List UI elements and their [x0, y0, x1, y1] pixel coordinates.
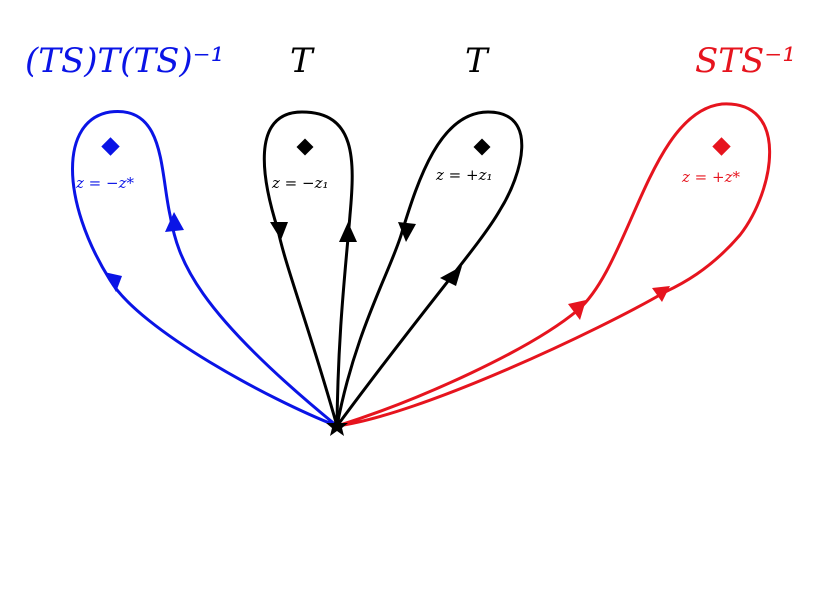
black-right-loop-path — [335, 110, 524, 427]
base-point-star-icon — [326, 415, 348, 436]
point-label-blue: z = −z* — [75, 174, 134, 192]
loop-red — [336, 102, 772, 428]
point-label-black-left: z = −z₁ — [271, 174, 329, 192]
loop-blue — [71, 110, 338, 428]
black-left-arrow-down — [270, 222, 288, 240]
black-left-arrow-up — [339, 222, 357, 242]
red-arrow-down — [568, 300, 586, 320]
red-arrow-up — [652, 286, 670, 302]
operator-label-blue: (TS)T(TS)⁻¹ — [25, 41, 224, 81]
loop-black-right — [335, 110, 524, 427]
point-label-red: z = +z* — [681, 168, 740, 186]
red-point-marker — [712, 137, 731, 156]
operator-label-black-left: T — [290, 41, 315, 81]
loop-black-left — [262, 110, 354, 427]
red-loop-path — [336, 102, 772, 428]
blue-point-marker — [101, 137, 120, 156]
black-right-point-marker — [473, 138, 491, 156]
black-left-point-marker — [296, 138, 314, 156]
black-right-arrow-down — [398, 222, 416, 242]
point-label-black-right: z = +z₁ — [435, 166, 493, 184]
operator-label-black-right: T — [465, 41, 490, 81]
blue-loop-path — [71, 110, 338, 428]
operator-label-red: STS⁻¹ — [695, 41, 796, 81]
blue-arrow-up — [165, 212, 184, 232]
blue-arrow-down — [104, 272, 122, 292]
black-left-loop-path — [262, 110, 354, 427]
black-right-arrow-up — [440, 266, 462, 286]
